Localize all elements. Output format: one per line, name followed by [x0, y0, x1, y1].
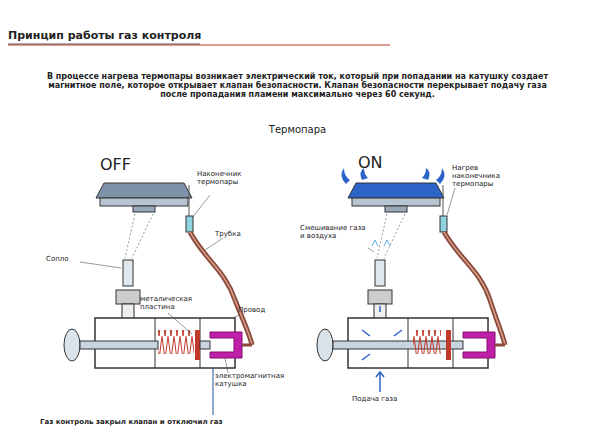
part-label: Подача газа [352, 395, 422, 403]
state-label: OFF [100, 156, 160, 174]
callout-text: Газ контроль закрыл клапан и отключил га… [40, 418, 300, 426]
part-label: Провод [238, 306, 283, 314]
part-label: металическая пластина [140, 295, 200, 311]
part-label: Наконечник термопары [197, 170, 257, 186]
part-label: Нагрев наконечника термопары [452, 164, 527, 188]
title: Принцип работы газ контроля [8, 30, 388, 43]
part-label: Сопло [46, 255, 86, 263]
heading: Термопара [250, 124, 345, 136]
part-label: Трубка [215, 230, 265, 238]
part-label: Смешивание газа и воздуха [300, 224, 370, 240]
state-label: ON [358, 154, 408, 172]
note: В процессе нагрева термопары возникает э… [40, 72, 555, 100]
part-label: электромагнитная катушка [215, 372, 295, 388]
